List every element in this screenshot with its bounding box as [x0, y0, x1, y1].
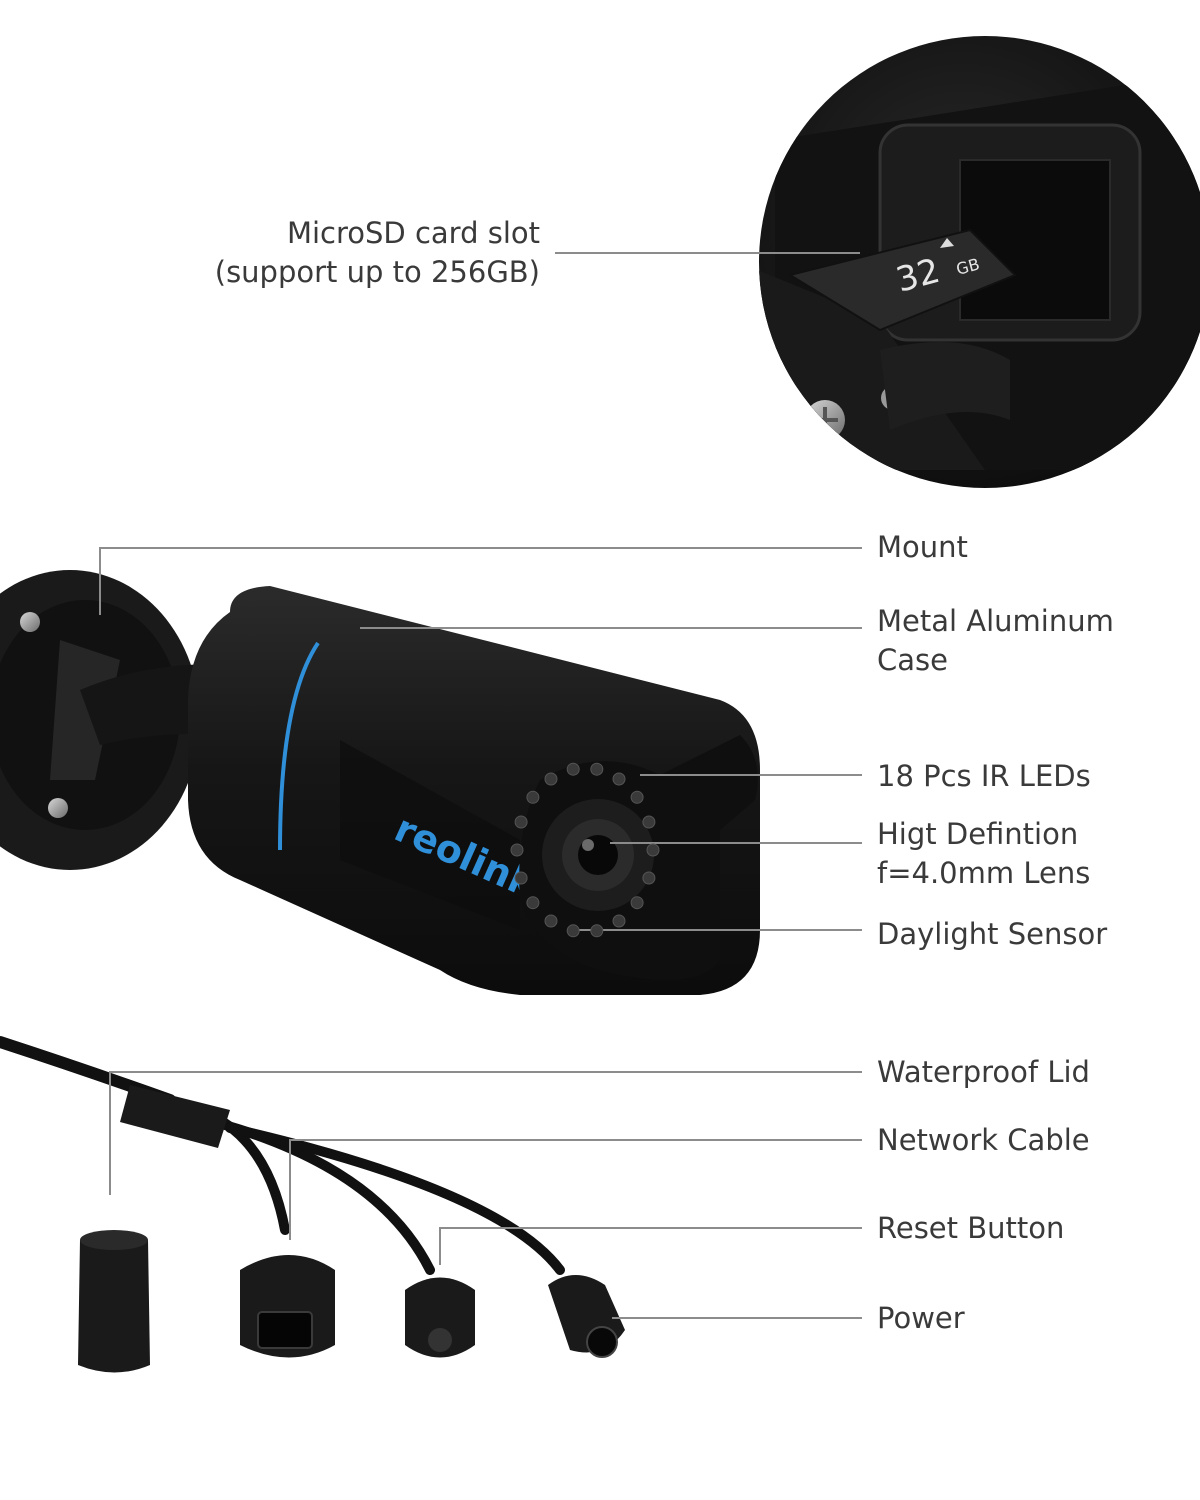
ir-led: [526, 790, 540, 804]
power-connector: [548, 1275, 625, 1358]
ir-led: [612, 914, 626, 928]
leader-lines: [99, 252, 862, 1319]
ir-led: [544, 914, 558, 928]
ir-led: [514, 871, 528, 885]
ir-led: [642, 815, 656, 829]
network-connector: [240, 1255, 335, 1358]
wall-mount: [0, 570, 240, 870]
ir-led: [642, 871, 656, 885]
camera-body: reolink: [188, 586, 760, 995]
ir-led: [630, 790, 644, 804]
leader-reset: [439, 1227, 862, 1265]
leader-lid: [109, 1071, 862, 1195]
label-waterproof-lid: Waterproof Lid: [877, 1055, 1090, 1089]
microsd-closeup: 32 GB: [759, 36, 1200, 488]
label-microsd: MicroSD card slot (support up to 256GB): [214, 216, 540, 289]
label-network-cable: Network Cable: [877, 1123, 1090, 1157]
reset-connector: [405, 1277, 475, 1358]
leader-mount: [99, 547, 862, 615]
ir-led: [566, 924, 580, 938]
ir-led: [590, 924, 604, 938]
ir-led: [510, 843, 524, 857]
ir-leds: [510, 762, 660, 938]
label-daylight-sensor: Daylight Sensor: [877, 917, 1108, 951]
case-accent-ring: [278, 641, 320, 851]
ir-led: [646, 843, 660, 857]
label-reset-button: Reset Button: [877, 1211, 1065, 1245]
ir-led: [566, 762, 580, 776]
label-power: Power: [877, 1301, 965, 1335]
label-ir-leds: 18 Pcs IR LEDs: [877, 759, 1091, 793]
label-lens: Higt Defintion f=4.0mm Lens: [877, 817, 1091, 890]
ir-led: [514, 815, 528, 829]
ir-led: [590, 762, 604, 776]
ir-led: [544, 772, 558, 786]
microsd-card: [787, 228, 1017, 332]
ir-led: [526, 896, 540, 910]
label-mount: Mount: [877, 530, 968, 564]
waterproof-lid: [78, 1230, 150, 1373]
leader-network: [289, 1139, 862, 1240]
label-case: Metal Aluminum Case: [877, 604, 1114, 677]
ir-led: [630, 896, 644, 910]
waterproof-connector: [120, 1085, 230, 1148]
ir-led: [612, 772, 626, 786]
